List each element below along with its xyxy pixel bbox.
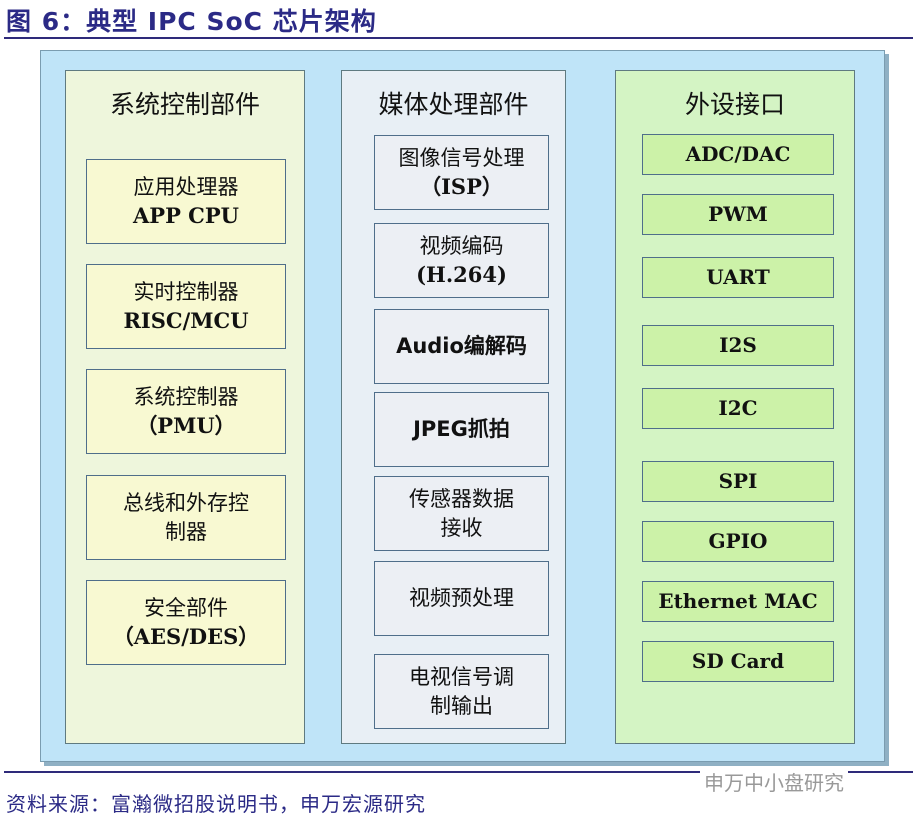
component-box: 传感器数据接收 [374,476,549,551]
component-label: 应用处理器 [133,175,239,200]
component-label: JPEG抓拍 [413,417,510,442]
component-label: （AES/DES） [112,623,260,649]
component-box: 总线和外存控制器 [86,475,286,560]
component-box: 视频预处理 [374,561,549,636]
component-box: UART [642,257,834,298]
component-box: 安全部件（AES/DES） [86,580,286,665]
component-label: (H.264) [416,261,507,287]
column-title: 媒体处理部件 [378,90,529,119]
component-box: Audio编解码 [374,309,549,384]
component-label: 制输出 [430,693,493,718]
component-box: I2S [642,325,834,366]
component-label: 图像信号处理 [398,146,525,171]
component-label: RISC/MCU [123,307,249,333]
component-label: 视频预处理 [409,586,514,611]
component-label: 视频编码 [419,234,504,259]
component-box: 图像信号处理（ISP） [374,135,549,210]
component-box: I2C [642,388,834,429]
peripheral-interface-column: 外设接口 ADC/DAC PWM UART I2S I2C SPI GPIO Ethernet… [615,70,855,744]
component-label: 电视信号调 [409,665,514,690]
column-title: 外设接口 [684,90,785,119]
column-title: 系统控制部件 [109,90,260,119]
component-label: APP CPU [132,202,239,228]
component-label: 实时控制器 [133,280,239,305]
component-label: （PMU） [136,412,236,438]
component-label: Audio编解码 [396,334,527,359]
footer-rule [4,771,913,773]
watermark: 申万中小盘研究 [700,767,848,796]
component-label: 系统控制器 [133,385,239,410]
source-note: 资料来源：富瀚微招股说明书，申万宏源研究 [6,792,426,816]
component-box: 系统控制器（PMU） [86,369,286,454]
component-box: ADC/DAC [642,134,834,175]
component-label: （ISP） [420,173,503,199]
component-label: 安全部件 [144,596,228,621]
component-box: 电视信号调制输出 [374,654,549,729]
component-box: GPIO [642,521,834,562]
component-box: SD Card [642,641,834,682]
media-processing-column: 媒体处理部件 图像信号处理（ISP） 视频编码(H.264) Audio编解码 JPE… [341,70,566,744]
title-rule [4,37,913,39]
component-label: 总线和外存控 [123,491,249,516]
figure-title: 图 6：典型 IPC SoC 芯片架构 [6,7,377,36]
component-box: JPEG抓拍 [374,392,549,467]
component-box: 视频编码(H.264) [374,223,549,298]
component-label: 接收 [440,515,483,540]
component-label: 传感器数据 [409,487,514,512]
component-label: 制器 [165,519,207,544]
component-box: Ethernet MAC [642,581,834,622]
component-box: PWM [642,194,834,235]
component-box: SPI [642,461,834,502]
